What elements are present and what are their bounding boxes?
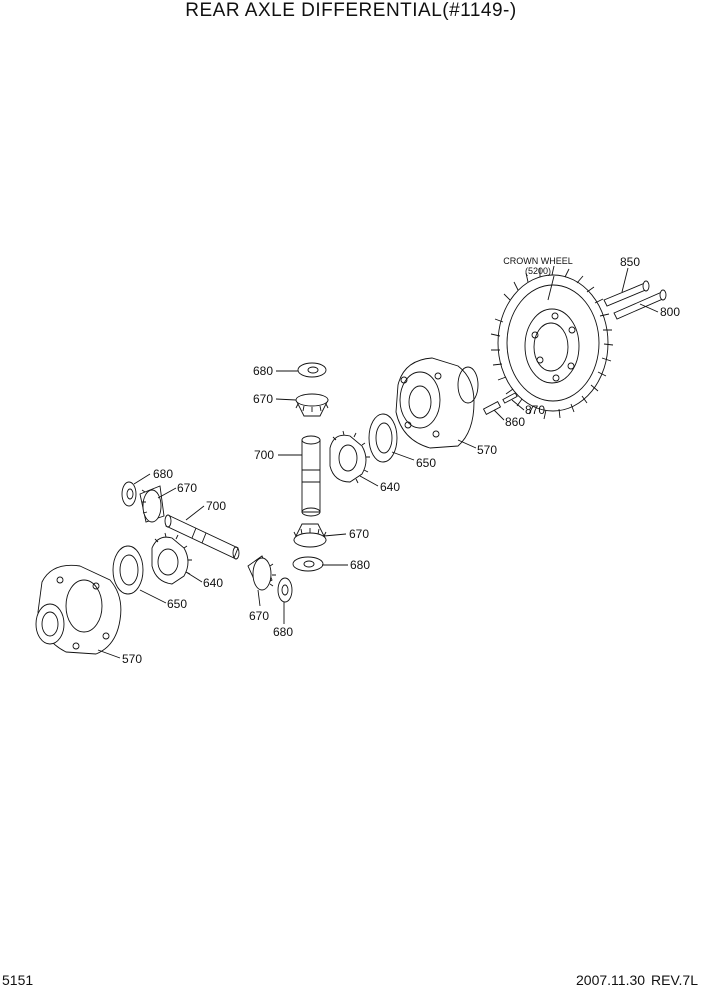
callout-640-left[interactable]: 640 [203,576,223,590]
callout-680-low[interactable]: 680 [273,625,293,639]
thrust-washer-680-top-part[interactable] [297,362,327,378]
callout-870[interactable]: 870 [525,403,545,417]
revision-info: 2007.11.30 REV.7L [570,972,698,988]
callout-570-left[interactable]: 570 [122,652,142,666]
cross-shaft-horizontal-part[interactable] [164,514,240,560]
pin-860-part[interactable] [482,400,502,416]
differential-case-lower-part[interactable] [35,564,122,655]
callout-800[interactable]: 800 [660,305,680,319]
cross-shaft-vertical-part[interactable] [301,435,321,517]
callout-640-top[interactable]: 640 [380,480,400,494]
thrust-washer-680-mid-part[interactable] [292,556,324,572]
revision-date: 2007.11.30 [576,972,646,988]
callout-570-top[interactable]: 570 [477,443,497,457]
crown-wheel-part[interactable] [490,265,614,420]
side-gear-upper-part[interactable] [329,430,370,484]
pinion-gear-670-top-part[interactable] [295,393,329,417]
pinion-gear-670-left-part[interactable] [139,485,165,523]
crown-wheel-sublabel: (5200) [525,266,551,276]
revision-code: REV.7L [651,972,698,988]
thrust-washer-upper-part[interactable] [368,413,398,463]
thrust-washer-680-left-part[interactable] [121,481,137,507]
callout-700-left[interactable]: 700 [206,499,226,513]
callout-670-left[interactable]: 670 [177,481,197,495]
differential-case-upper-part[interactable] [395,357,479,449]
callout-860[interactable]: 860 [505,415,525,429]
bolt-800-part[interactable] [613,289,667,320]
callout-670-mid[interactable]: 670 [349,527,369,541]
thrust-washer-left-part[interactable] [112,545,144,595]
leader-lines [97,267,659,659]
callout-650-top[interactable]: 650 [416,456,436,470]
page-number: 5151 [2,972,34,988]
pin-870-part[interactable] [502,392,518,404]
callout-680-mid[interactable]: 680 [350,558,370,572]
side-gear-left-part[interactable] [151,532,192,585]
callout-680-left[interactable]: 680 [153,467,173,481]
callout-680-top[interactable]: 680 [253,364,273,378]
callout-670-top[interactable]: 670 [253,392,273,406]
crown-wheel-label: CROWN WHEEL [503,256,573,266]
thrust-washer-680-low-part[interactable] [277,577,293,603]
callout-850[interactable]: 850 [620,255,640,269]
bolt-850-part[interactable] [603,280,650,307]
page-title: REAR AXLE DIFFERENTIAL(#1149-) [185,0,517,21]
callout-700-mid[interactable]: 700 [254,448,274,462]
callout-650-left[interactable]: 650 [167,597,187,611]
pinion-gear-670-low-part[interactable] [247,555,276,591]
callout-670-low[interactable]: 670 [249,609,269,623]
pinion-gear-670-mid-part[interactable] [293,523,327,548]
